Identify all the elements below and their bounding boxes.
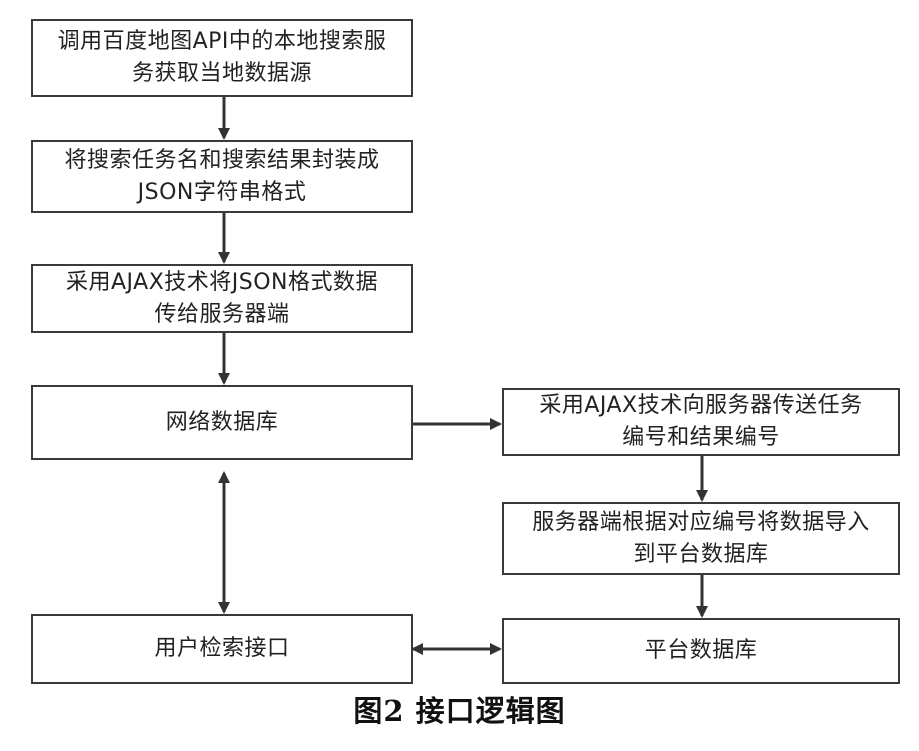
network-db-label: 网络数据库 xyxy=(165,409,279,435)
send-task-line1: 采用AJAX技术向服务器传送任务 xyxy=(539,393,863,418)
step3-box: 采用AJAX技术将JSON格式数据 传给服务器端 xyxy=(31,264,413,333)
step1-line1: 调用百度地图API中的本地搜索服 xyxy=(57,29,387,54)
server-import-line1: 服务器端根据对应编号将数据导入 xyxy=(532,509,870,535)
user-query-label: 用户检索接口 xyxy=(154,636,290,661)
step2-line2: JSON字符串格式 xyxy=(137,179,307,205)
server-import-box: 服务器端根据对应编号将数据导入 到平台数据库 xyxy=(502,502,900,575)
step3-line1: 采用AJAX技术将JSON格式数据 xyxy=(66,269,378,295)
step2-box: 将搜索任务名和搜索结果封装成 JSON字符串格式 xyxy=(31,140,413,213)
figure-caption: 图2 接口逻辑图 xyxy=(353,694,566,728)
platform-db-box: 平台数据库 xyxy=(502,618,900,684)
step1-box: 调用百度地图API中的本地搜索服 务获取当地数据源 xyxy=(31,19,413,97)
send-task-line2: 编号和结果编号 xyxy=(622,425,780,450)
network-db-box: 网络数据库 xyxy=(31,385,413,460)
step3-line2: 传给服务器端 xyxy=(154,301,290,327)
step1-line2: 务获取当地数据源 xyxy=(131,61,312,86)
server-import-line2: 到平台数据库 xyxy=(633,541,769,567)
user-query-box: 用户检索接口 xyxy=(31,614,413,684)
platform-db-label: 平台数据库 xyxy=(644,638,758,663)
send-task-box: 采用AJAX技术向服务器传送任务 编号和结果编号 xyxy=(502,388,900,456)
step2-line1: 将搜索任务名和搜索结果封装成 xyxy=(64,147,380,173)
